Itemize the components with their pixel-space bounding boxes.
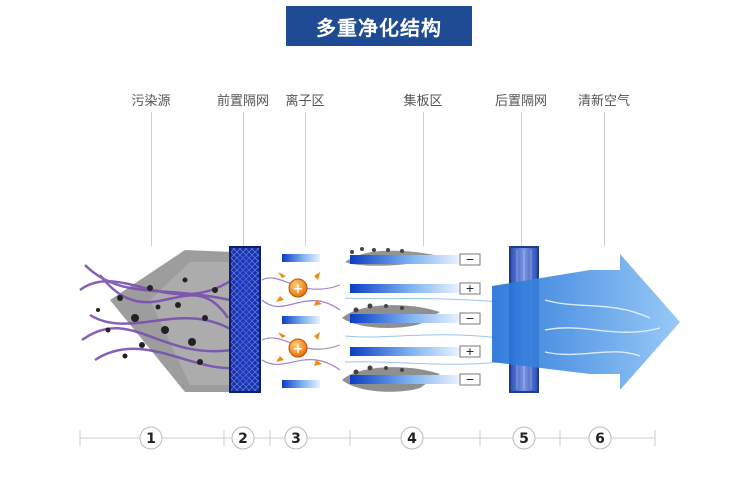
fresh-air-arrow <box>492 254 680 390</box>
page-title: 多重净化结构 <box>316 15 442 40</box>
plate-sign-1: − <box>465 253 474 266</box>
collector-plate-5: − <box>342 367 481 392</box>
ion-sign-lower: + <box>293 342 304 357</box>
label-rear-filter: 后置隔网 <box>494 94 548 109</box>
stage-number-4: 4 <box>400 426 424 450</box>
label-pollution-source: 污染源 <box>131 94 171 109</box>
svg-text:5: 5 <box>519 431 529 447</box>
collector-plate-1: − <box>345 250 481 266</box>
pollution-fibers <box>79 264 233 370</box>
collected-dust <box>350 247 404 375</box>
label-collector-zone: 集板区 <box>403 94 443 109</box>
svg-text:6: 6 <box>595 431 605 447</box>
label-front-filter: 前置隔网 <box>216 94 270 109</box>
leader-line-2 <box>243 112 244 246</box>
title-banner: 多重净化结构 <box>286 6 472 46</box>
ion-positive-upper: + <box>288 278 308 298</box>
stage-number-5: 5 <box>512 426 536 450</box>
plate-sign-2: + <box>465 282 474 295</box>
collector-plate-2: + <box>350 282 481 295</box>
leader-line-3 <box>305 112 306 246</box>
leader-line-1 <box>151 112 152 246</box>
svg-text:1: 1 <box>146 431 156 447</box>
stage-number-3: 3 <box>284 426 308 450</box>
stage-number-2: 2 <box>231 426 255 450</box>
collector-plate-3: − <box>342 305 481 328</box>
label-ion-zone: 离子区 <box>285 94 325 109</box>
collector-plate-4: + <box>350 345 481 358</box>
front-filter <box>229 246 261 393</box>
ion-zone-plates <box>282 254 320 388</box>
dust-particles <box>96 277 218 365</box>
ion-positive-lower: + <box>288 338 308 358</box>
stage-number-6: 6 <box>588 426 612 450</box>
ion-sparks <box>276 272 322 366</box>
collector-plates: − + − + − <box>342 250 481 392</box>
ion-sign-upper: + <box>293 282 304 297</box>
svg-text:2: 2 <box>238 431 248 447</box>
leader-line-6 <box>604 112 605 246</box>
svg-text:4: 4 <box>407 431 417 447</box>
dimension-line <box>79 430 656 446</box>
plate-sign-4: + <box>465 345 474 358</box>
leader-line-4 <box>423 112 424 246</box>
plate-sign-3: − <box>465 312 474 325</box>
stage-number-1: 1 <box>139 426 163 450</box>
label-fresh-air: 清新空气 <box>577 94 631 109</box>
svg-text:3: 3 <box>291 431 301 447</box>
plate-sign-5: − <box>465 373 474 386</box>
leader-line-5 <box>521 112 522 246</box>
